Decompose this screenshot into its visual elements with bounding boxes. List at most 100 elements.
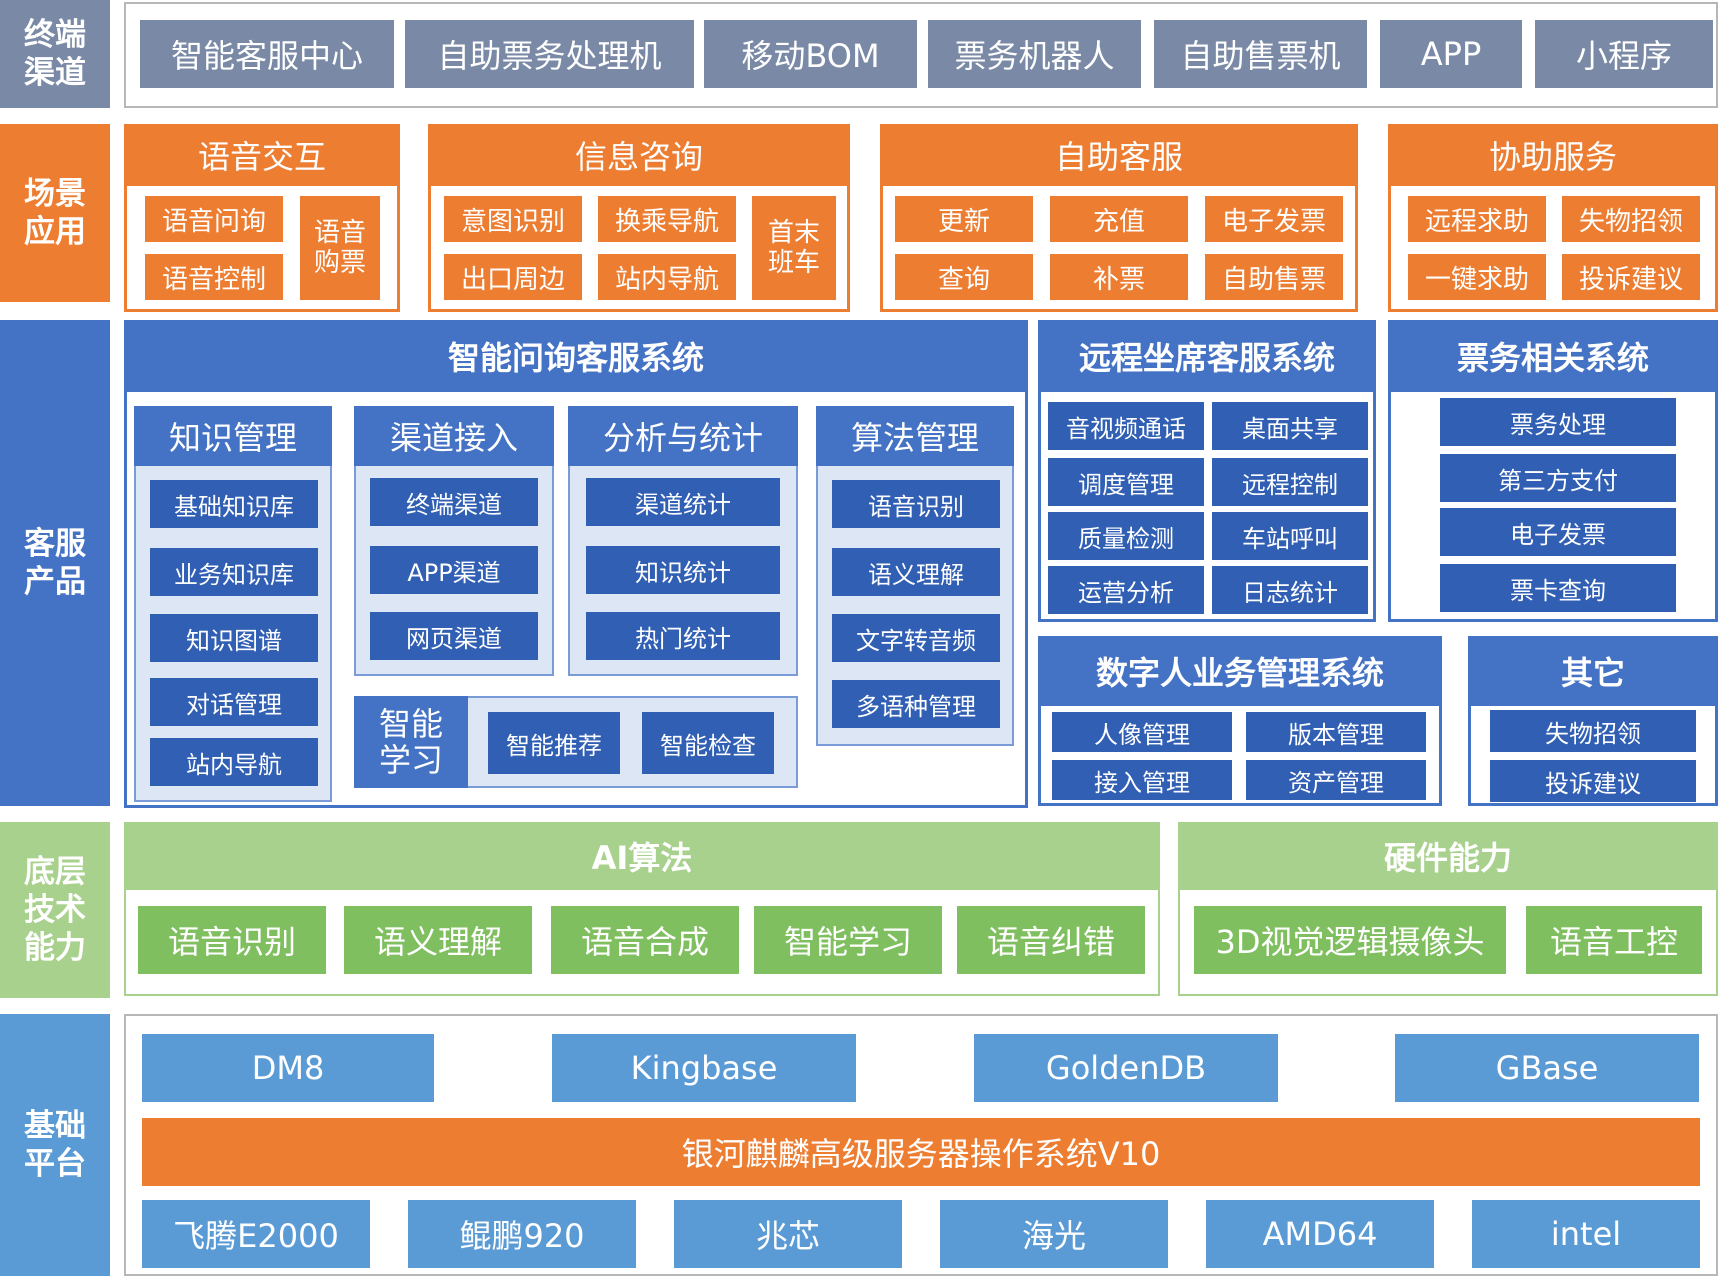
channel-ticket-processor: 自助票务处理机 <box>405 20 694 88</box>
remote-control: 远程控制 <box>1212 458 1368 506</box>
knowledge-panel <box>134 406 332 802</box>
db-gbase: GBase <box>1395 1034 1699 1102</box>
ai-speech-synthesis: 语音合成 <box>551 906 739 974</box>
algorithm-tts: 文字转音频 <box>832 614 1000 662</box>
cpu-amd64: AMD64 <box>1206 1200 1434 1268</box>
learning-check: 智能检查 <box>642 712 774 774</box>
row-label-capability: 底层 技术 能力 <box>0 822 110 998</box>
knowledge-business: 业务知识库 <box>150 548 318 596</box>
ai-speech-correction: 语音纠错 <box>957 906 1145 974</box>
scene-assist-complaint: 投诉建议 <box>1562 254 1700 300</box>
product-smart-title: 智能问询客服系统 <box>124 320 1028 392</box>
channel-mini-program: 小程序 <box>1535 20 1713 88</box>
scene-info-intent: 意图识别 <box>444 196 582 242</box>
hardware-voice-control: 语音工控 <box>1526 906 1702 974</box>
ticket-processing: 票务处理 <box>1440 398 1676 446</box>
knowledge-graph: 知识图谱 <box>150 614 318 662</box>
ticket-third-party-pay: 第三方支付 <box>1440 454 1676 502</box>
scene-self-einvoice: 电子发票 <box>1205 196 1343 242</box>
scene-self-reissue: 补票 <box>1050 254 1188 300</box>
scene-info-title: 信息咨询 <box>428 124 850 186</box>
cpu-phytium: 飞腾E2000 <box>142 1200 370 1268</box>
row-label-terminal: 终端 渠道 <box>0 0 110 108</box>
db-goldendb: GoldenDB <box>974 1034 1278 1102</box>
knowledge-base: 基础知识库 <box>150 480 318 528</box>
scene-info-exit: 出口周边 <box>444 254 582 300</box>
digital-access: 接入管理 <box>1052 760 1232 800</box>
product-ticket-title: 票务相关系统 <box>1388 320 1718 392</box>
other-complaint: 投诉建议 <box>1490 760 1696 802</box>
hardware-3d-camera: 3D视觉逻辑摄像头 <box>1194 906 1506 974</box>
ai-smart-learning: 智能学习 <box>754 906 942 974</box>
algorithm-multilingual: 多语种管理 <box>832 680 1000 728</box>
ai-speech-recognition: 语音识别 <box>138 906 326 974</box>
channel-ticket-machine: 自助售票机 <box>1154 20 1367 88</box>
cpu-zhaoxin: 兆芯 <box>674 1200 902 1268</box>
algorithm-speech-recognition: 语音识别 <box>832 480 1000 528</box>
remote-quality: 质量检测 <box>1048 512 1204 560</box>
other-lost-found: 失物招领 <box>1490 710 1696 752</box>
ticket-einvoice: 电子发票 <box>1440 508 1676 556</box>
db-kingbase: Kingbase <box>552 1034 856 1102</box>
channel-app: APP渠道 <box>370 546 538 594</box>
scene-assist-lost-found: 失物招领 <box>1562 196 1700 242</box>
scene-voice-inquiry: 语音问询 <box>145 196 283 242</box>
db-dm8: DM8 <box>142 1034 434 1102</box>
scene-self-query: 查询 <box>895 254 1033 300</box>
analysis-channel: 渠道统计 <box>586 478 780 526</box>
digital-avatar: 人像管理 <box>1052 712 1232 752</box>
capability-hardware-title: 硬件能力 <box>1178 822 1718 890</box>
algorithm-semantic: 语义理解 <box>832 548 1000 596</box>
product-remote-title: 远程坐席客服系统 <box>1038 320 1376 392</box>
channel-access-title: 渠道接入 <box>354 406 554 466</box>
cpu-kunpeng: 鲲鹏920 <box>408 1200 636 1268</box>
scene-assist-title: 协助服务 <box>1388 124 1718 186</box>
channel-mobile-bom: 移动BOM <box>704 20 917 88</box>
scene-info-first-last-train: 首末 班车 <box>752 196 836 300</box>
remote-station-call: 车站呼叫 <box>1212 512 1368 560</box>
capability-ai-title: AI算法 <box>124 822 1160 890</box>
row-label-product: 客服 产品 <box>0 320 110 806</box>
cpu-hygon: 海光 <box>940 1200 1168 1268</box>
product-other-title: 其它 <box>1468 636 1718 706</box>
knowledge-dialog: 对话管理 <box>150 678 318 726</box>
analysis-knowledge: 知识统计 <box>586 546 780 594</box>
scene-info-station-nav: 站内导航 <box>598 254 736 300</box>
digital-version: 版本管理 <box>1246 712 1426 752</box>
product-digital-title: 数字人业务管理系统 <box>1038 636 1442 706</box>
knowledge-title: 知识管理 <box>134 406 332 466</box>
scene-voice-control: 语音控制 <box>145 254 283 300</box>
scene-self-title: 自助客服 <box>880 124 1358 186</box>
os-kylin: 银河麒麟高级服务器操作系统V10 <box>142 1118 1700 1186</box>
channel-web: 网页渠道 <box>370 612 538 660</box>
cpu-intel: intel <box>1472 1200 1700 1268</box>
scene-assist-one-click: 一键求助 <box>1408 254 1546 300</box>
channel-smart-service-center: 智能客服中心 <box>140 20 394 88</box>
ai-semantic: 语义理解 <box>344 906 532 974</box>
scene-self-recharge: 充值 <box>1050 196 1188 242</box>
digital-asset: 资产管理 <box>1246 760 1426 800</box>
learning-recommend: 智能推荐 <box>488 712 620 774</box>
scene-voice-title: 语音交互 <box>124 124 400 186</box>
scene-self-update: 更新 <box>895 196 1033 242</box>
remote-av-call: 音视频通话 <box>1048 402 1204 450</box>
remote-dispatch: 调度管理 <box>1048 458 1204 506</box>
algorithm-title: 算法管理 <box>816 406 1014 466</box>
analysis-hot: 热门统计 <box>586 612 780 660</box>
scene-voice-ticketing: 语音 购票 <box>300 196 380 300</box>
scene-assist-remote-help: 远程求助 <box>1408 196 1546 242</box>
remote-log-stats: 日志统计 <box>1212 566 1368 614</box>
remote-ops-analysis: 运营分析 <box>1048 566 1204 614</box>
analysis-title: 分析与统计 <box>568 406 798 466</box>
ticket-card-query: 票卡查询 <box>1440 564 1676 612</box>
scene-self-sale: 自助售票 <box>1205 254 1343 300</box>
channel-terminal: 终端渠道 <box>370 478 538 526</box>
row-label-platform: 基础 平台 <box>0 1014 110 1276</box>
remote-desktop-share: 桌面共享 <box>1212 402 1368 450</box>
row-label-scene: 场景 应用 <box>0 124 110 302</box>
knowledge-station-nav: 站内导航 <box>150 738 318 786</box>
channel-ticket-robot: 票务机器人 <box>928 20 1141 88</box>
learning-title: 智能 学习 <box>354 696 468 788</box>
channel-app: APP <box>1380 20 1522 88</box>
scene-info-transfer: 换乘导航 <box>598 196 736 242</box>
